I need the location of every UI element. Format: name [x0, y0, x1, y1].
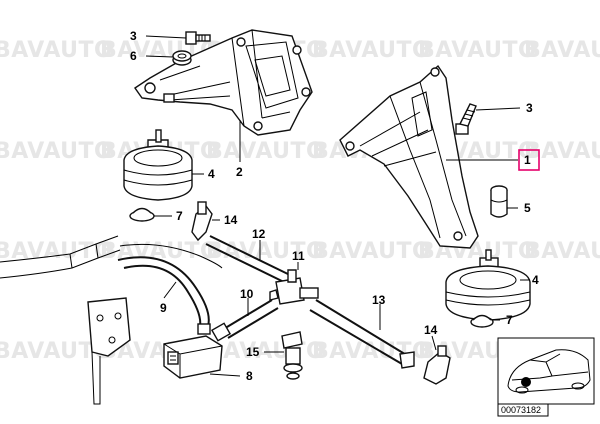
leader-lines	[145, 35, 530, 377]
callout-13: 13	[372, 293, 386, 307]
watermark-text: BAVAUTO	[312, 239, 431, 264]
callout-5: 5	[524, 201, 531, 215]
location-marker-dot	[521, 377, 531, 387]
engine-mount-left[interactable]	[123, 129, 193, 201]
stop-buffer-left[interactable]	[129, 207, 155, 222]
body-rail	[0, 235, 223, 279]
callout-8: 8	[246, 369, 253, 383]
hose-fitting-15[interactable]	[281, 331, 303, 380]
rubber-stop-5[interactable]	[490, 185, 508, 218]
callout-4: 4	[532, 273, 539, 287]
diagram-reference-number: 00073182	[501, 405, 541, 415]
elbow-connector-14-right[interactable]	[423, 345, 451, 385]
callout-11: 11	[292, 249, 305, 263]
callout-10: 10	[240, 287, 254, 301]
watermark-text: BAVAUTO	[418, 38, 537, 63]
stop-buffer-right[interactable]	[470, 314, 494, 328]
callout-9: 9	[160, 301, 167, 315]
hose-10[interactable]	[210, 299, 279, 342]
vehicle-location-inset: 00073182	[497, 337, 595, 417]
callout-3: 3	[130, 29, 137, 43]
watermark-text: BAVAUTO	[206, 139, 325, 164]
callout-2: 2	[236, 165, 243, 179]
callout-14: 14	[224, 213, 238, 227]
vacuum-hose-9[interactable]	[117, 256, 211, 335]
t-connector-11[interactable]	[269, 269, 319, 305]
right-engine-bracket[interactable]	[339, 64, 479, 249]
watermark-text: BAVAUTO	[524, 139, 600, 164]
callout-15: 15	[246, 345, 260, 359]
nut-6[interactable]	[172, 50, 192, 66]
watermark-text: BAVAUTO	[418, 239, 537, 264]
callout-4: 4	[208, 167, 215, 181]
watermark-text: BAVAUTO	[312, 38, 431, 63]
hose-12[interactable]	[205, 235, 293, 285]
callout-14: 14	[424, 323, 438, 337]
watermark-text: BAVAUTO	[0, 38, 113, 63]
callout-7: 7	[176, 209, 183, 223]
callout-3: 3	[526, 101, 533, 115]
left-engine-bracket[interactable]	[134, 29, 313, 136]
hose-13[interactable]	[309, 299, 415, 369]
watermark-text: BAVAUTO	[0, 139, 113, 164]
pressure-converter-8[interactable]	[163, 335, 223, 379]
callout-numbers: 3 6 3 1 4 2 7 14 5 12 11 4 9 10 13 7 14 …	[130, 29, 540, 383]
callout-6: 6	[130, 49, 137, 63]
watermark-text: BAVAUTO	[524, 239, 600, 264]
watermark-text: BAVAUTO	[524, 38, 600, 63]
elbow-connector-14-left[interactable]	[191, 201, 213, 242]
highlight-box	[518, 149, 540, 171]
callout-1: 1	[524, 153, 531, 167]
mounting-bracket-plate	[87, 297, 131, 405]
bolt-top-right[interactable]	[455, 103, 477, 135]
engine-mount-right[interactable]	[445, 249, 531, 321]
callout-12: 12	[252, 227, 266, 241]
callout-7: 7	[506, 313, 513, 327]
